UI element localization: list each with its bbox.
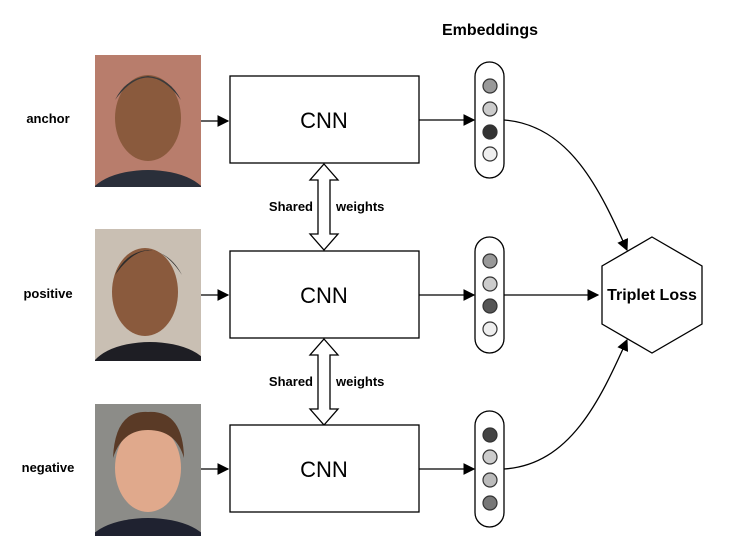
embedding-cell-anchor-2 — [482, 101, 498, 117]
cnn-box-negative — [229, 424, 420, 513]
cnn-box-anchor — [229, 75, 420, 164]
embedding-cell-negative-1 — [482, 427, 498, 443]
embedding-cell-positive-1 — [482, 253, 498, 269]
anchor-face-photo — [95, 55, 201, 187]
cnn-label-positive: CNN — [300, 283, 348, 308]
row-negative: negative CNN — [22, 338, 629, 536]
shared-weights-2: Shared weights — [269, 338, 384, 426]
triplet-loss-node: Triplet Loss — [601, 236, 703, 354]
embedding-cell-positive-2 — [482, 276, 498, 292]
row-positive: positive CNN — [23, 229, 600, 361]
row-label-positive: positive — [23, 286, 72, 301]
negative-to-loss-arrow — [503, 338, 629, 470]
negative-face-photo — [95, 404, 201, 536]
weights-label-1: weights — [335, 199, 384, 214]
embedding-cell-positive-3 — [482, 298, 498, 314]
embeddings-title: Embeddings — [442, 22, 538, 39]
positive-face-photo — [95, 229, 201, 361]
embedding-cell-positive-4 — [482, 321, 498, 337]
anchor-to-loss-arrow — [503, 119, 629, 252]
shared-weights-arrow-1 — [308, 163, 340, 251]
triplet-loss-hexagon — [601, 236, 703, 354]
embedding-cell-anchor-3 — [482, 124, 498, 140]
weights-label-2: weights — [335, 374, 384, 389]
embedding-cell-negative-4 — [482, 495, 498, 511]
embedding-cell-anchor-1 — [482, 78, 498, 94]
embedding-cell-negative-3 — [482, 472, 498, 488]
row-label-anchor: anchor — [26, 111, 69, 126]
shared-label-1: Shared — [269, 199, 313, 214]
shared-label-2: Shared — [269, 374, 313, 389]
triplet-loss-label: Triplet Loss — [607, 287, 697, 304]
row-anchor: anchor CNN — [26, 55, 629, 252]
cnn-label-anchor: CNN — [300, 108, 348, 133]
shared-weights-arrow-2 — [308, 338, 340, 426]
shared-weights-1: Shared weights — [269, 163, 384, 251]
embedding-cell-anchor-4 — [482, 146, 498, 162]
cnn-label-negative: CNN — [300, 457, 348, 482]
row-label-negative: negative — [22, 460, 75, 475]
embedding-cell-negative-2 — [482, 449, 498, 465]
